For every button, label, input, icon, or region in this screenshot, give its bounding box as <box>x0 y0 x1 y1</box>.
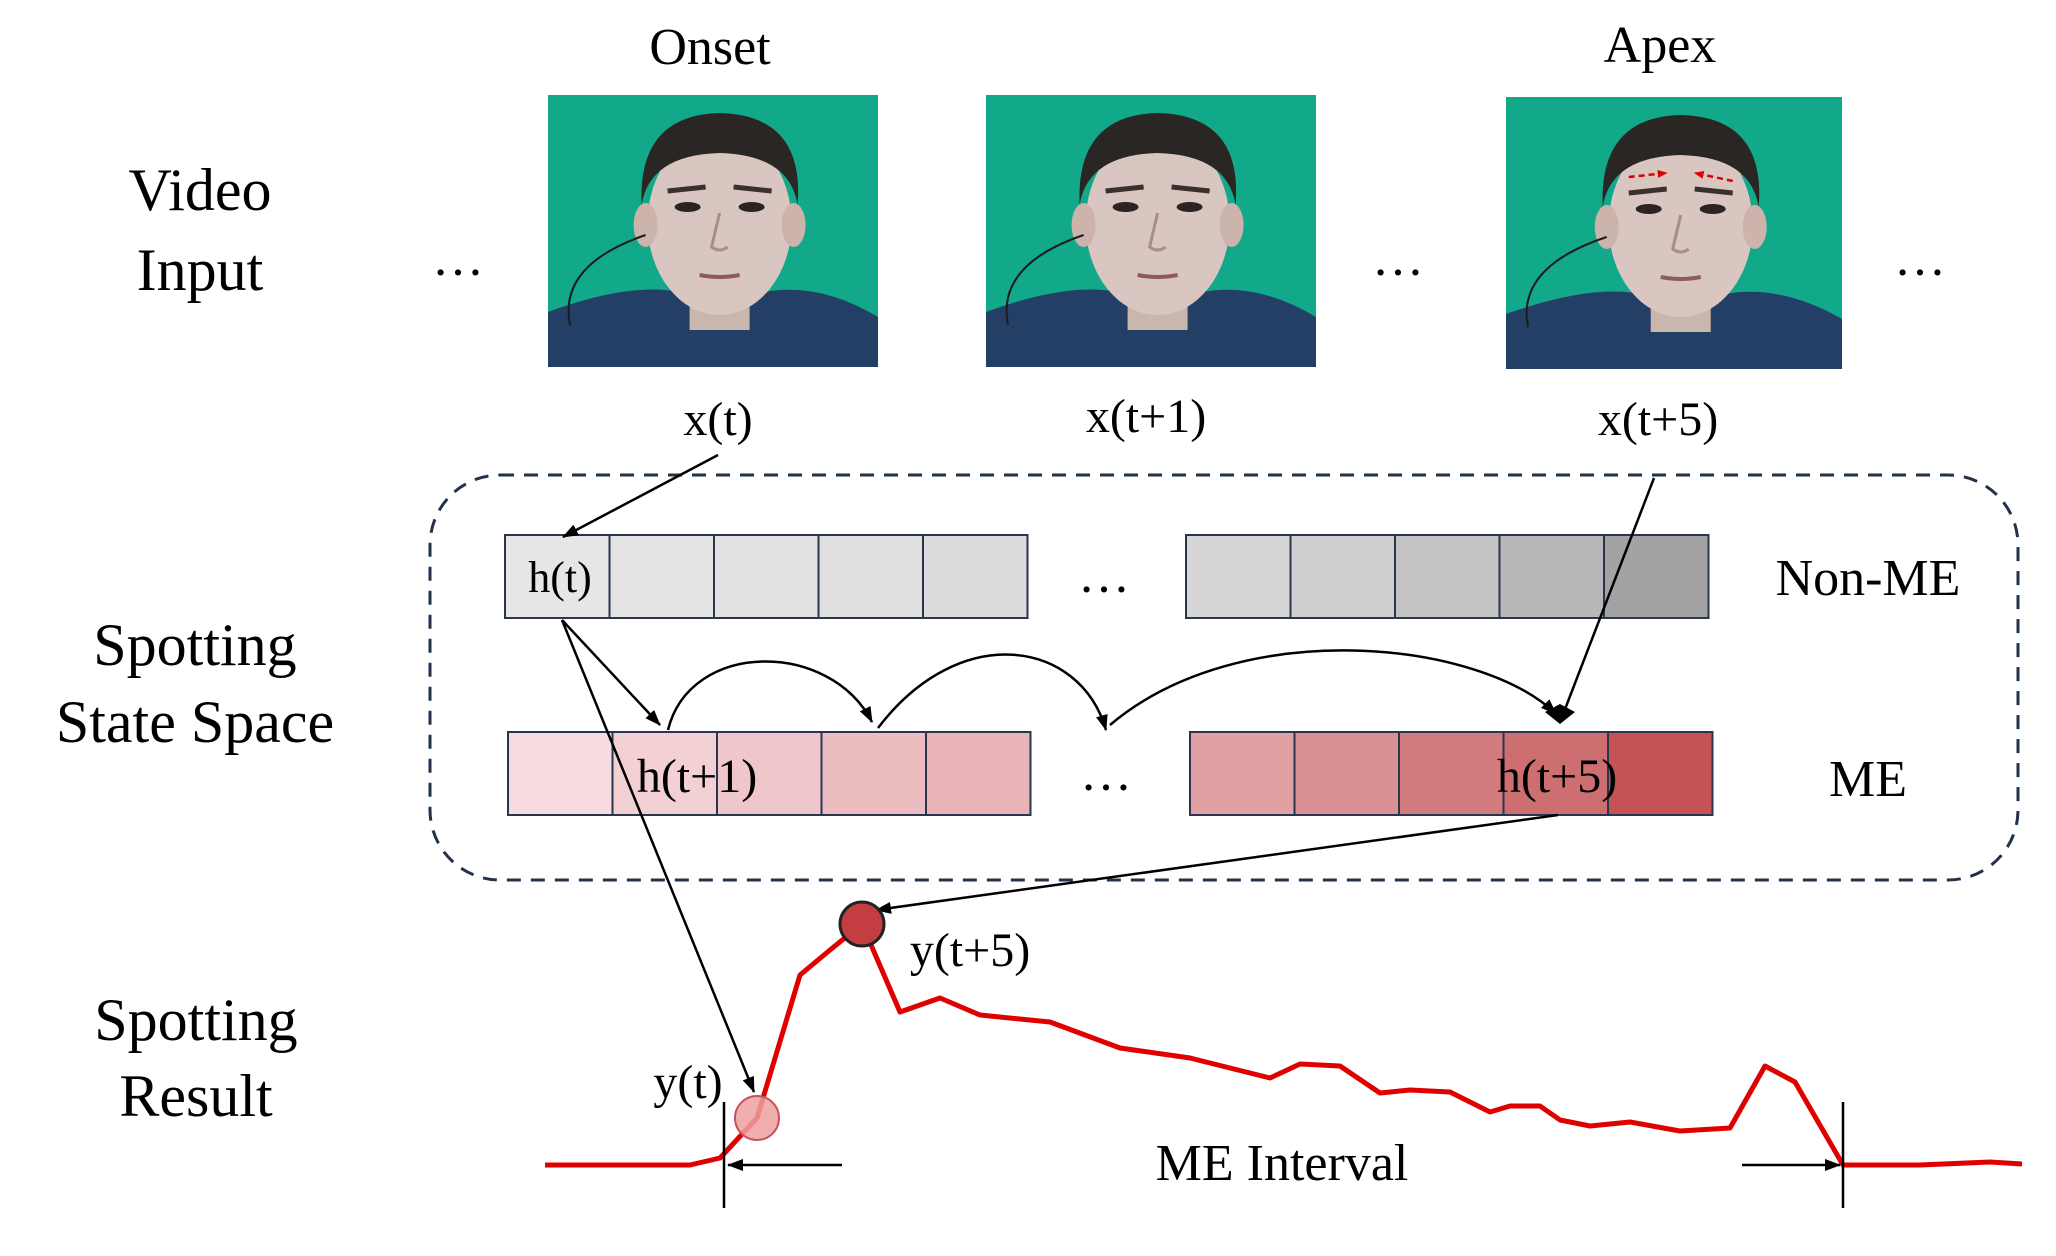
input-label-t: x(t) <box>683 393 752 446</box>
video-frames <box>548 95 1842 369</box>
frame-ellipsis-right: … <box>1894 230 1946 287</box>
state-label-h-t: h(t) <box>528 553 592 602</box>
arrow-h-t-to-h-t1 <box>561 619 661 726</box>
state-space-box <box>428 473 2020 882</box>
connection-arrows <box>560 453 1656 1093</box>
input-label-t5: x(t+5) <box>1598 393 1718 446</box>
mouth <box>1137 273 1178 279</box>
me-state-cell <box>925 731 1032 816</box>
non-me-state-cell <box>1185 534 1292 619</box>
eye-left <box>1112 202 1139 212</box>
hair <box>1602 115 1760 207</box>
non-me-state-cell <box>1603 534 1710 619</box>
eye-left <box>1635 204 1662 214</box>
me-interval-marker <box>722 1102 1845 1208</box>
non-me-state-cell <box>817 534 924 619</box>
state-ellipsis-bottom: … <box>1080 745 1132 802</box>
brow-left <box>1628 186 1667 196</box>
onset-point-y-t <box>734 1095 780 1141</box>
ear-left <box>633 203 658 247</box>
arc-state-2 <box>877 653 1108 731</box>
arc-state-3 <box>1109 649 1557 726</box>
state-label-h-t1: h(t+1) <box>637 750 757 803</box>
me-state-cell <box>1293 731 1400 816</box>
row-label-video-2: Input <box>137 237 264 303</box>
frame-t1 <box>986 95 1316 367</box>
arrow-h-t-to-y-t <box>560 619 756 1093</box>
me-state-cell <box>1607 731 1714 816</box>
ear-right <box>1742 205 1767 249</box>
result-label-y-t: y(t) <box>653 1056 722 1109</box>
brow-motion-arrow-left <box>1628 169 1668 179</box>
eye-right <box>1176 202 1203 212</box>
hair <box>641 113 799 205</box>
eye-right <box>1699 204 1726 214</box>
state-ellipsis-top: … <box>1078 547 1130 604</box>
brow-motion-arrow-right <box>1693 170 1733 183</box>
me-state-cell <box>716 731 823 816</box>
ear-right <box>1219 203 1244 247</box>
earphone-cable <box>1525 236 1608 328</box>
brow-right <box>733 184 772 194</box>
non-me-state-cell <box>922 534 1029 619</box>
mouth <box>1660 275 1702 281</box>
arrow-x-t5-to-h-t5 <box>1560 477 1656 718</box>
result-label-y-t5: y(t+5) <box>910 924 1030 977</box>
me-state-cell <box>507 731 614 816</box>
me-state-cell <box>611 731 718 816</box>
hair <box>1079 113 1237 205</box>
arc-state-1 <box>666 660 874 731</box>
nose <box>1147 212 1167 252</box>
onset-label: Onset <box>649 19 771 76</box>
brow-right <box>1171 184 1210 194</box>
ear-right <box>781 203 806 247</box>
me-state-cell <box>820 731 927 816</box>
non-me-state-cell <box>713 534 820 619</box>
me-state-cell <box>1189 731 1296 816</box>
arrow-x-t-to-h-t <box>562 453 719 539</box>
non-me-label: Non-ME <box>1776 550 1961 607</box>
frame-ellipsis-mid: … <box>1372 230 1424 287</box>
face <box>1608 133 1753 317</box>
apex-label: Apex <box>1604 17 1717 74</box>
me-state-cell <box>1502 731 1609 816</box>
non-me-state-cell <box>608 534 715 619</box>
non-me-state-cell <box>1498 534 1605 619</box>
me-state-row <box>507 731 1714 816</box>
earphone-cable <box>567 234 646 326</box>
ear-left <box>1071 203 1096 247</box>
non-me-state-cell <box>1394 534 1501 619</box>
face <box>1085 131 1230 315</box>
brow-left <box>667 184 706 194</box>
non-me-state-row <box>504 534 1710 619</box>
arrow-h-t5-to-y-t5 <box>875 813 1559 914</box>
frame-onset <box>548 95 878 367</box>
brow-right <box>1694 186 1733 196</box>
eye-right <box>738 202 765 212</box>
peak-point-y-t5 <box>838 900 886 948</box>
spotting-result-curve <box>545 921 2023 1168</box>
nose <box>1671 214 1690 254</box>
non-me-state-cell <box>1289 534 1396 619</box>
row-label-state-1: Spotting <box>93 612 296 678</box>
frame-ellipsis-left: … <box>432 230 484 287</box>
frame-apex <box>1506 97 1842 369</box>
brow-left <box>1105 184 1144 194</box>
nose <box>709 212 729 252</box>
face <box>647 131 792 315</box>
row-label-video-1: Video <box>128 157 271 223</box>
me-interval-label: ME Interval <box>1156 1135 1409 1192</box>
me-label: ME <box>1829 751 1907 808</box>
row-label-result-1: Spotting <box>94 987 297 1053</box>
ear-left <box>1594 205 1619 249</box>
row-label-result-2: Result <box>119 1063 273 1129</box>
state-label-h-t5: h(t+5) <box>1497 750 1617 803</box>
earphone-cable <box>1005 234 1084 326</box>
eye-left <box>674 202 701 212</box>
mouth <box>699 273 740 279</box>
input-label-t1: x(t+1) <box>1086 390 1206 443</box>
me-state-cell <box>1398 731 1505 816</box>
row-label-state-2: State Space <box>56 689 334 755</box>
